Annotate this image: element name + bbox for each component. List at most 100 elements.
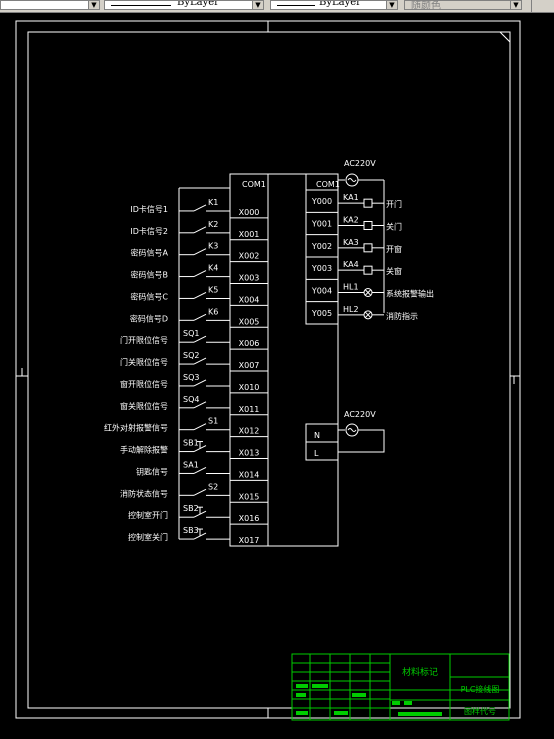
input-port-label: X013 (239, 449, 260, 458)
output-function-label: 关门 (386, 222, 402, 232)
input-signal-label: 密码信号B (131, 270, 169, 280)
title-fill-block (334, 711, 348, 715)
plotstyle-dropdown: 随颜色 ▼ (404, 0, 522, 10)
lineweight-dropdown[interactable]: ByLayer ▼ (270, 0, 398, 10)
chevron-down-icon[interactable]: ▼ (252, 1, 263, 9)
color-dropdown[interactable]: ▼ (0, 0, 100, 10)
output-device-label: HL1 (343, 283, 359, 292)
output-device-label: HL2 (343, 305, 359, 314)
switch-contact (193, 248, 207, 256)
plotstyle-value: 随颜色 (411, 1, 441, 10)
switch-label: K2 (208, 220, 218, 229)
title-fill-block (398, 712, 442, 716)
switch-label: K4 (208, 264, 218, 273)
input-signal-label: 手动解除报警 (120, 445, 168, 455)
lamp-cross (364, 311, 372, 319)
input-signal-label: 密码信号A (131, 248, 169, 258)
switch-label: K3 (208, 242, 218, 251)
input-signal-label: ID卡信号2 (130, 226, 168, 236)
output-port-label: Y001 (311, 220, 332, 229)
input-com-label: COM1 (242, 180, 266, 189)
switch-label: SB1 (183, 439, 199, 448)
input-port-label: X012 (239, 427, 260, 436)
power-n-label: N (314, 431, 320, 440)
output-port-label: Y000 (311, 197, 332, 206)
title-block-border (291, 653, 510, 721)
output-function-label: 系统报警输出 (386, 289, 434, 299)
output-port-label: Y003 (311, 264, 332, 273)
linetype-dropdown[interactable]: ByLayer ▼ (104, 0, 264, 10)
corner-mark (499, 31, 511, 43)
output-function-label: 关窗 (386, 266, 402, 276)
input-signal-label: 窗开限位信号 (120, 379, 168, 389)
input-port-label: X002 (239, 252, 260, 261)
input-signal-label: 控制室开门 (128, 510, 168, 520)
output-port-label: Y002 (311, 242, 332, 251)
switch-contact (193, 204, 207, 212)
input-port-label: X006 (239, 339, 260, 348)
switch-label: SQ1 (183, 329, 199, 338)
input-port-label: X000 (239, 208, 260, 217)
drawing-frame (15, 20, 521, 719)
input-signal-label: ID卡信号1 (130, 204, 168, 214)
output-port-label: Y005 (311, 309, 332, 318)
input-port-label: X011 (239, 405, 260, 414)
lamp-cross (364, 289, 372, 296)
switch-contact (193, 466, 207, 474)
input-signal-label: 门关限位信号 (120, 357, 168, 367)
input-port-label: X016 (239, 514, 260, 523)
chevron-down-icon[interactable]: ▼ (88, 1, 99, 9)
drawing-code-label: 图样代号 (464, 706, 496, 716)
input-port-label: X001 (239, 230, 260, 239)
switch-contact (193, 226, 207, 234)
chevron-down-icon: ▼ (510, 1, 521, 9)
switch-label: K5 (208, 285, 218, 294)
switch-label: SB3 (183, 526, 199, 535)
output-device-label: KA2 (343, 216, 359, 225)
chevron-down-icon[interactable]: ▼ (386, 1, 397, 9)
output-function-label: 消防指示 (386, 311, 418, 321)
linetype-value: ByLayer (177, 0, 219, 8)
output-com-label: COM1 (316, 180, 340, 189)
switch-contact (193, 379, 207, 387)
toolbar-scroll[interactable] (531, 0, 554, 12)
material-label: 材料标记 (402, 666, 438, 678)
input-port-label: X015 (239, 492, 260, 501)
input-port-label: X003 (239, 274, 260, 283)
lineweight-value: ByLayer (319, 0, 361, 8)
power-supply: AC220V COM1 AC220V N L COM1 (242, 159, 385, 458)
switch-contact (193, 335, 207, 343)
switch-label: S2 (208, 482, 218, 491)
input-signal-label: 窗关限位信号 (120, 401, 168, 411)
switch-label: K1 (208, 198, 218, 207)
input-terminal-block (229, 173, 269, 547)
output-device-label: KA1 (343, 193, 359, 202)
switch-label: SQ4 (183, 395, 199, 404)
switch-contact (193, 423, 207, 431)
input-signal-label: 红外对射报警信号 (104, 423, 168, 433)
switch-label: SQ2 (183, 351, 199, 360)
output-terminal-block (305, 173, 339, 325)
switch-label: SQ3 (183, 373, 199, 382)
input-port-label: X017 (239, 536, 260, 545)
drawing-name-label: PLC接线图 (461, 684, 500, 694)
title-fill-block (296, 711, 308, 715)
title-fill-block (296, 693, 306, 697)
output-function-label: 开窗 (386, 244, 402, 254)
title-fill-block (352, 693, 366, 697)
input-signal-label: 密码信号C (130, 291, 168, 301)
power-l-label: L (314, 449, 319, 458)
input-port-label: X004 (239, 295, 260, 304)
input-signal-label: 门开限位信号 (120, 335, 168, 345)
switch-contact (193, 357, 207, 365)
input-signal-label: 控制室关门 (128, 532, 168, 542)
switch-contact (193, 401, 207, 409)
switch-contact (193, 291, 207, 299)
output-device-label: KA3 (343, 238, 359, 247)
title-fill-block (296, 684, 308, 688)
